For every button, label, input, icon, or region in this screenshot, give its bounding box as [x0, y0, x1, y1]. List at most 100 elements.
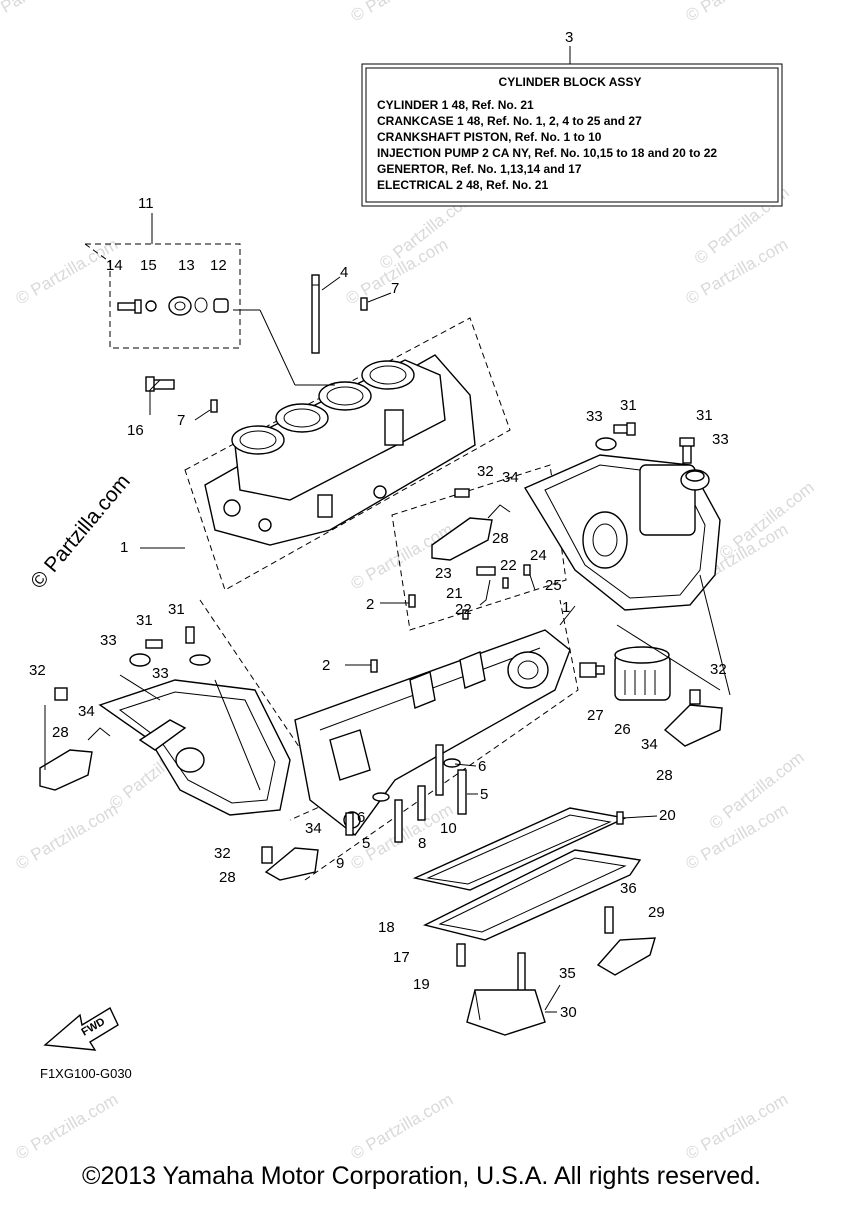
dowel-pin	[408, 594, 416, 608]
callout-label: 9	[336, 855, 344, 872]
watermark-text: © Partzilla.com	[13, 800, 122, 874]
bolt-washer-set	[595, 422, 705, 482]
assembly-box-line: CRANKCASE 1 48, Ref. No. 1, 2, 4 to 25 a…	[377, 114, 642, 128]
dowel-pin	[370, 659, 378, 673]
callout-label: 1	[120, 539, 128, 556]
callout-label: 31	[620, 397, 637, 414]
callout-label: 27	[587, 707, 604, 724]
callout-label: 12	[210, 257, 227, 274]
callout-label: 34	[502, 469, 519, 486]
callout-label: 22	[455, 601, 472, 618]
assembly-info-box: 3 CYLINDER BLOCK ASSY CYLINDER 1 48, Ref…	[361, 29, 783, 207]
diagram-code: F1XG100-G030	[40, 1066, 132, 1081]
callout-label: 25	[545, 577, 562, 594]
callout-label: 8	[418, 835, 426, 852]
bolt	[604, 906, 614, 934]
callout-label: 10	[440, 820, 457, 837]
callout-label: 2	[366, 596, 374, 613]
callout-label: 5	[480, 786, 488, 803]
callout-label: 28	[219, 869, 236, 886]
crankcase-cover-left	[98, 679, 291, 816]
callout-3: 3	[565, 29, 573, 46]
assembly-box-line: CYLINDER 1 48, Ref. No. 21	[377, 98, 534, 112]
callout-label: 34	[641, 736, 658, 753]
assembly-box-line: ELECTRICAL 2 48, Ref. No. 21	[377, 178, 548, 192]
callout-label: 15	[140, 257, 157, 274]
callout-label: 23	[435, 565, 452, 582]
callout-label: 6	[478, 758, 486, 775]
callout-label: 1	[562, 599, 570, 616]
leader-lines	[44, 213, 731, 1013]
callout-label: 29	[648, 904, 665, 921]
callout-label: 28	[492, 530, 509, 547]
callout-label: 32	[29, 662, 46, 679]
bolt	[517, 952, 526, 994]
bracket	[596, 937, 656, 976]
callout-label: 32	[477, 463, 494, 480]
crankcase	[294, 629, 571, 836]
callout-label: 2	[322, 657, 330, 674]
callout-label: 31	[136, 612, 153, 629]
watermark-text: © Partzilla.com	[716, 478, 818, 564]
electrical-box	[466, 989, 546, 1036]
fitting-set	[462, 564, 531, 620]
callout-label: 22	[500, 557, 517, 574]
stud-bolt	[311, 274, 320, 354]
watermark-text: © Partzilla.com	[348, 1090, 457, 1164]
callout-label: 4	[340, 264, 348, 281]
engine-mount	[663, 689, 723, 747]
engine-mount	[431, 488, 511, 561]
callout-label: 19	[413, 976, 430, 993]
callout-label: 26	[614, 721, 631, 738]
callout-label: 35	[559, 965, 576, 982]
callout-label: 33	[712, 431, 729, 448]
fastener-group	[117, 296, 229, 392]
engine-mount	[39, 727, 111, 791]
callout-label: 7	[391, 280, 399, 297]
callout-label: 31	[696, 407, 713, 424]
assembly-box-line: CRANKSHAFT PISTON, Ref. No. 1 to 10	[377, 130, 602, 144]
dowel-pin	[360, 297, 368, 311]
callout-label: 21	[446, 585, 463, 602]
crankcase-bolts	[345, 744, 467, 843]
oil-filter-assembly	[579, 646, 671, 701]
assembly-box-title: CYLINDER BLOCK ASSY	[499, 75, 642, 89]
callout-label: 33	[586, 408, 603, 425]
watermark-text: © Partzilla.com	[348, 0, 457, 25]
callout-label: 6	[357, 809, 365, 826]
watermark-text: © Partzilla.com	[13, 1090, 122, 1164]
callout-label: 33	[152, 665, 169, 682]
forward-arrow: FWD	[43, 1006, 119, 1051]
callout-label: 28	[52, 724, 69, 741]
watermark-text: © Partzilla.com	[683, 1090, 792, 1164]
callout-label: 11	[138, 195, 154, 212]
callout-label: 18	[378, 919, 395, 936]
copyright-notice: ©2013 Yamaha Motor Corporation, U.S.A. A…	[82, 1162, 761, 1190]
assembly-box-line: INJECTION PUMP 2 CA NY, Ref. No. 10,15 t…	[377, 146, 717, 160]
dowel-pin	[210, 399, 218, 413]
callout-label: 34	[305, 820, 322, 837]
callout-label: 5	[362, 835, 370, 852]
dowel-pin	[616, 811, 624, 825]
callout-label: 7	[177, 412, 185, 429]
oil-pan	[422, 849, 642, 941]
callout-label: 34	[78, 703, 95, 720]
callout-label: 13	[178, 257, 195, 274]
callout-label: 17	[393, 949, 410, 966]
callout-label: 14	[106, 257, 123, 274]
callout-label: 33	[100, 632, 117, 649]
assembly-box-line: GENERTOR, Ref. No. 1,13,14 and 17	[377, 162, 582, 176]
engine-mount	[261, 846, 319, 881]
callout-label: 36	[620, 880, 637, 897]
watermark-text: © Partzilla.com	[683, 0, 792, 25]
bolt-washer-set	[54, 626, 211, 701]
cylinder-block	[204, 354, 476, 546]
watermark-text: © Partzilla.com	[13, 235, 122, 309]
callout-label: 20	[659, 807, 676, 824]
callout-label: 24	[530, 547, 547, 564]
watermark-text: © Partzilla.com	[0, 0, 91, 25]
callout-label: 32	[710, 661, 727, 678]
callout-layer: 11 14 15 13 12 1 6 4 7 7 1 33 31 31 33 32…	[29, 195, 729, 1021]
drain-bolt	[456, 943, 466, 967]
